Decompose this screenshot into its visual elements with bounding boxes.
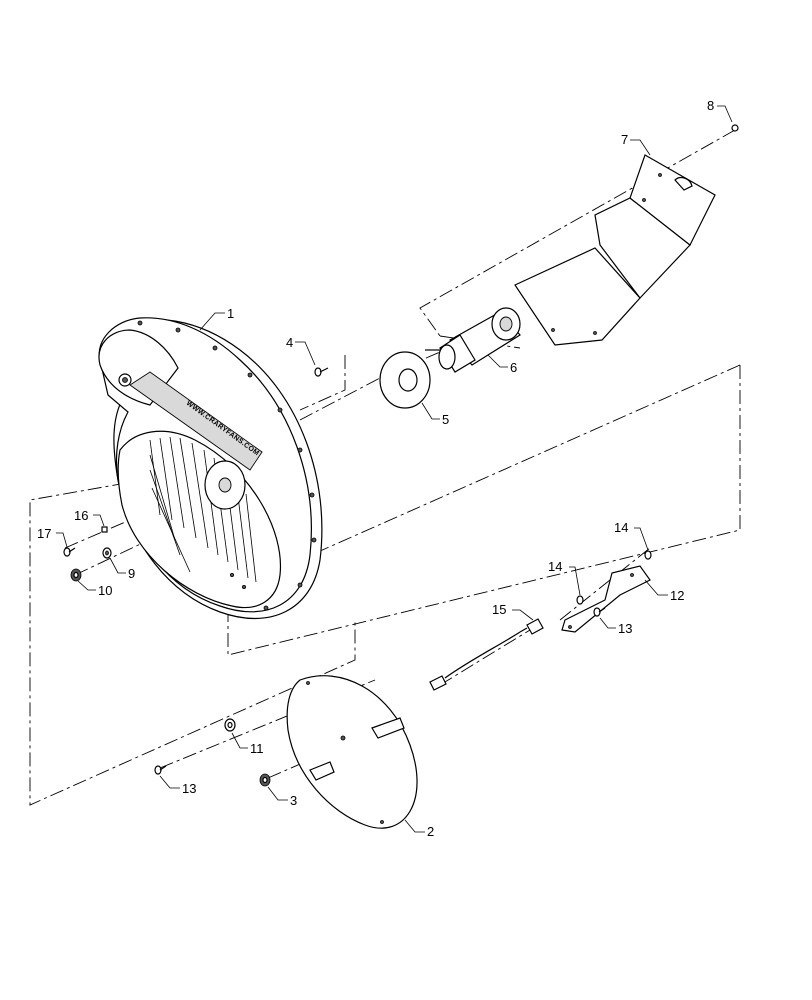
callout-2: 2 [427,824,434,839]
callout-16: 16 [74,508,88,523]
cover-plate [286,675,418,829]
nut-part-10 [70,568,82,582]
callout-14-upper: 14 [614,520,628,535]
washer-plate [379,351,431,409]
callout-leaders [56,105,733,833]
callout-13-bracket: 13 [618,621,632,636]
bolt-part-17 [63,547,76,557]
washer-part-9 [102,547,112,559]
key-part-16 [101,526,108,533]
callout-4: 4 [286,335,293,350]
callout-labels: 1 2 3 4 5 6 7 8 9 10 11 12 13 13 14 14 1… [37,98,714,839]
callout-8: 8 [707,98,714,113]
callout-15: 15 [492,602,506,617]
nut-part-3 [259,773,271,787]
callout-14-lower: 14 [548,559,562,574]
bolt-part-13-bracket [593,607,606,617]
callout-3: 3 [290,793,297,808]
clip-part-14-lower [576,595,584,605]
callout-13-lower: 13 [182,781,196,796]
washer-part-11 [224,718,236,732]
callout-17: 17 [37,526,51,541]
callout-5: 5 [442,412,449,427]
callout-1: 1 [227,306,234,321]
motor [425,307,521,373]
callout-7: 7 [621,132,628,147]
callout-11: 11 [250,741,264,756]
callout-6: 6 [510,360,517,375]
callout-12: 12 [670,588,684,603]
motor-guard [514,154,716,346]
speed-sensor [429,618,544,691]
bolt-part-13-lower [154,765,167,775]
sensor-bracket [561,565,651,633]
callout-9: 9 [128,566,135,581]
clip-part-14-upper [644,550,652,560]
bolt-part-4 [314,367,329,377]
callout-10: 10 [98,583,112,598]
nut-part-8 [731,124,739,132]
blower-housing: WWW.CRARYFANS.COM [98,317,323,620]
